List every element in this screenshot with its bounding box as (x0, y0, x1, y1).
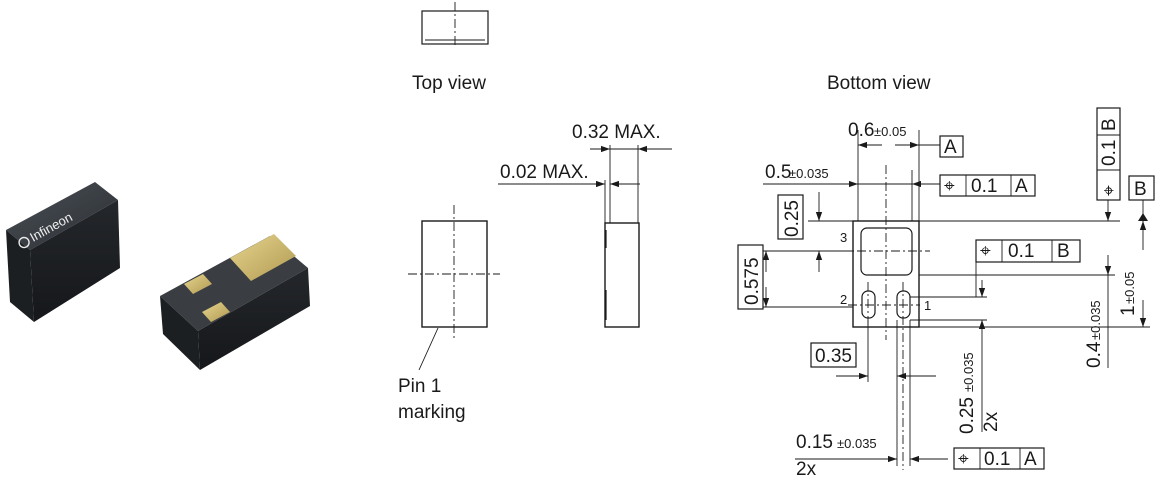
pin1-marking-label-line2: marking (398, 402, 466, 423)
side-max-thickness-text: 0.32 MAX. (572, 122, 661, 143)
side-view-body (604, 145, 640, 328)
pad-1-photo (202, 302, 230, 322)
pad-row-spacing-text: 0.575 (742, 257, 763, 305)
pad-pitch-dimension: 0.5 ±0.035 (763, 162, 940, 221)
position-symbol-icon: ⌖ (944, 176, 955, 197)
tolerance-frame-b-middle: ⌖ 0.1 B (910, 239, 1081, 298)
pad-1-outline (896, 290, 911, 319)
tol-ref-b-vertical: B (1099, 118, 1120, 131)
tolerance-frame-a-top: ⌖ 0.1 A (939, 174, 1036, 197)
package-photo-right (160, 234, 310, 370)
pad-2-outline (861, 290, 876, 319)
body-length-value: 1 (1118, 305, 1139, 316)
package-photo-left: Infineon (6, 182, 120, 322)
pad-gap-dimension: 0.35 (810, 320, 936, 466)
pad3-length-dimension: 0.4 ±0.035 (919, 200, 1115, 368)
infineon-logo-icon (18, 236, 30, 249)
pad3-offset-dimension: 0.25 (777, 192, 1120, 272)
pin-1-label: 1 (924, 298, 931, 313)
datum-b-box (1128, 175, 1155, 201)
pad3-offset-text: 0.25 (782, 200, 803, 237)
pad-3-outline (860, 227, 913, 276)
bottom-view-body (840, 165, 930, 470)
datum-a-label: A (944, 137, 957, 158)
pin-2-label: 2 (840, 292, 847, 307)
tolerance-frame-b-vertical: ⌖ 0.1 B (1096, 107, 1121, 201)
tol-value-b-vertical: 0.1 (1099, 140, 1120, 166)
body-length-dimension: 1 ±0.05 B (919, 175, 1155, 328)
pad-2-photo (184, 274, 212, 294)
top-view-label: Top view (412, 73, 486, 94)
pad-length-dimension: 0.25 ±0.035 2x (910, 280, 1002, 434)
datum-a-box (939, 135, 964, 158)
pin1-marking-label-line1: Pin 1 (398, 376, 441, 397)
pad-width-dimension: 0.15 ±0.035 2x (795, 320, 948, 480)
position-symbol-bottom-icon: ⌖ (958, 449, 969, 470)
tolerance-frame-a-bottom: ⌖ 0.1 A (953, 447, 1045, 470)
top-view-small-outline (421, 2, 489, 48)
body-width-tol: ±0.05 (874, 124, 906, 139)
pad3-length-value: 0.4 (1084, 341, 1105, 368)
bottom-view-label: Bottom view (827, 73, 931, 94)
tol-ref-a-bottom: A (1024, 449, 1037, 470)
pad-row-spacing-dimension: 0.575 (737, 244, 853, 310)
datum-b-label: B (1134, 179, 1147, 200)
tol-value-b: 0.1 (1008, 241, 1034, 262)
body-width-value: 0.6 (848, 120, 874, 141)
pad-gap-text: 0.35 (815, 346, 852, 367)
pad-length-value: 0.25 (957, 397, 978, 434)
pad-width-tol: ±0.035 (837, 436, 877, 451)
pad-length-count: 2x (981, 411, 1002, 432)
body-length-tol: ±0.05 (1122, 272, 1137, 304)
position-symbol-middle-icon: ⌖ (980, 241, 991, 262)
pad3-length-tol: ±0.035 (1088, 300, 1103, 340)
position-symbol-vertical-icon: ⌖ (1099, 185, 1120, 196)
tol-ref-a-top: A (1015, 176, 1028, 197)
tol-value-a-top: 0.1 (971, 176, 997, 197)
side-thickness-dimension: 0.32 MAX. (572, 122, 672, 153)
pad-pitch-tol: ±0.035 (789, 166, 829, 181)
pin-3-label: 3 (840, 230, 847, 245)
top-view-body (408, 205, 500, 371)
pad-width-count: 2x (796, 459, 817, 480)
pad-length-tol: ±0.035 (961, 352, 976, 392)
tol-value-a-bottom: 0.1 (984, 449, 1010, 470)
side-standoff-text: 0.02 MAX. (500, 162, 589, 183)
pad-3-photo (230, 234, 296, 281)
side-standoff-dimension: 0.02 MAX. (498, 162, 640, 188)
pad-width-value: 0.15 (796, 432, 833, 453)
body-width-dimension: 0.6 ±0.05 A (848, 120, 964, 221)
tol-ref-b: B (1057, 241, 1070, 262)
pad-pitch-value: 0.5 (765, 162, 791, 183)
